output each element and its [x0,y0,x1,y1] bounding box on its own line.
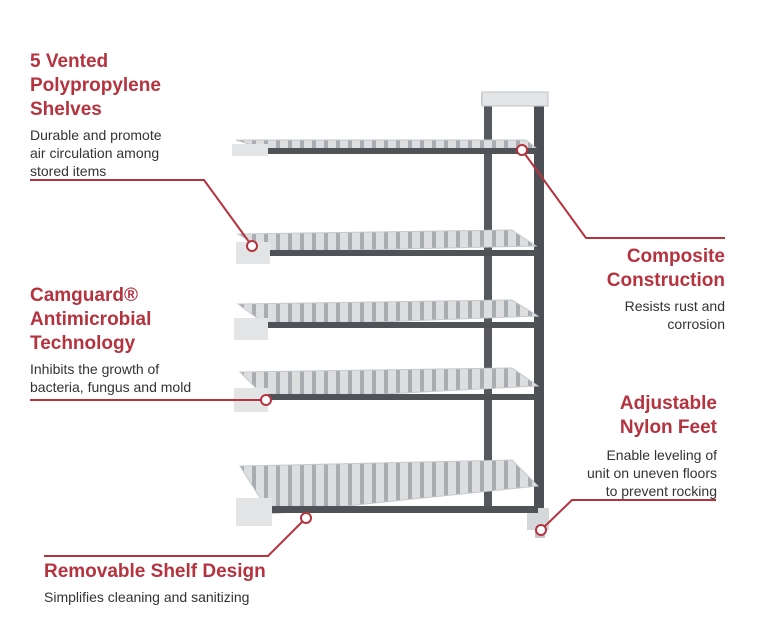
desc-line: Durable and promote [30,127,162,143]
desc-line: Enable leveling of [606,447,717,463]
desc-line: stored items [30,163,107,179]
callout-description: Enable leveling of unit on uneven floors… [497,446,717,500]
callout-dot-camguard [260,394,272,406]
callout-composite-construction: Composite Construction Resists rust and … [505,245,725,333]
callout-description: Resists rust and corrosion [505,297,725,333]
callout-removable-shelf: Removable Shelf Design Simplifies cleani… [44,560,384,606]
title-line: Adjustable [619,393,717,414]
desc-line: unit on uneven floors [587,465,717,481]
desc-line: Resists rust and [624,298,725,314]
shelf-5 [236,459,540,526]
callout-title: 5 Vented Polypropylene Shelves [30,50,230,122]
callout-dot-vented-shelves [246,240,258,252]
title-line: Shelves [30,99,102,120]
desc-line: Simplifies cleaning and sanitizing [44,589,250,605]
title-line: Nylon Feet [619,417,717,438]
callout-camguard: Camguard® Antimicrobial Technology Inhib… [30,284,240,396]
leader-lines [30,144,725,557]
callout-description: Durable and promote air circulation amon… [30,126,230,180]
front-post [481,91,549,538]
callout-title: Adjustable Nylon Feet [497,392,717,440]
desc-line: air circulation among [30,145,160,161]
shelf-3 [234,299,540,340]
desc-line: Inhibits the growth of [30,361,160,377]
callout-nylon-feet: Adjustable Nylon Feet Enable leveling of… [497,392,717,500]
leader-line-nylon-feet [540,499,716,531]
leader-line-composite [521,149,725,239]
callout-vented-shelves: 5 Vented Polypropylene Shelves Durable a… [30,50,230,180]
callout-description: Simplifies cleaning and sanitizing [44,588,384,606]
title-line: Polypropylene [30,75,161,96]
callout-dot-removable-shelf [300,512,312,524]
callout-title: Removable Shelf Design [44,560,384,584]
shelf-4 [234,367,540,412]
title-line: 5 Vented [30,51,109,72]
callout-dot-composite [516,144,528,156]
desc-line: bacteria, fungus and mold [30,379,192,395]
shelf-2 [236,229,538,264]
callout-dot-nylon-feet [535,524,547,536]
title-line: Composite [626,246,725,267]
desc-line: to prevent rocking [605,483,717,499]
desc-line: corrosion [667,316,725,332]
leader-line-vented-shelves [30,179,253,247]
callout-description: Inhibits the growth of bacteria, fungus … [30,360,240,396]
title-line: Removable Shelf Design [44,561,266,582]
title-line: Technology [30,333,136,354]
shelf-1 [232,139,538,156]
leader-line-removable-shelf [44,517,307,557]
title-line: Construction [606,270,725,291]
callout-title: Composite Construction [505,245,725,293]
callout-title: Camguard® Antimicrobial Technology [30,284,240,356]
title-line: Camguard® [30,285,138,306]
title-line: Antimicrobial [30,309,152,330]
